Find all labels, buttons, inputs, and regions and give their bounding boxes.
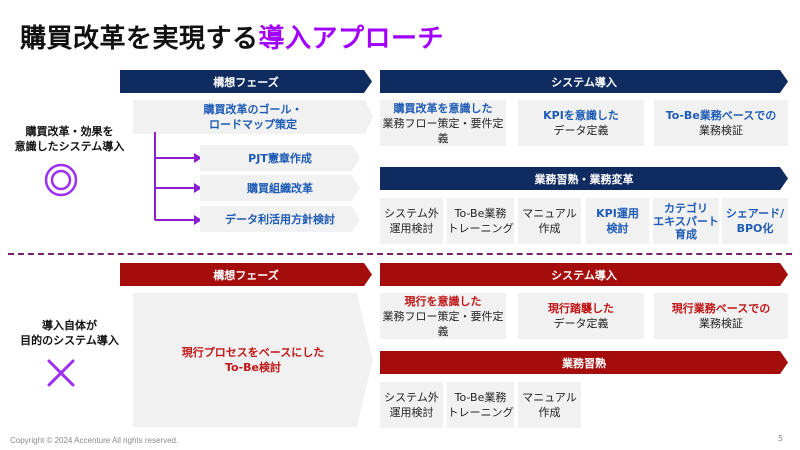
top-system-box-1: 購買改革を意識した 業務フロー策定・要件定義 (380, 100, 506, 146)
top-small-box-1: システム外 運用検討 (380, 198, 443, 244)
top-small-box-3: マニュアル 作成 (518, 198, 581, 244)
top-system-box-3: To-Be業務ベースでの 業務検証 (654, 100, 788, 146)
title-accent: 導入アプローチ (258, 24, 445, 54)
roadmap-box: 購買改革のゴール・ ロードマップ策定 (133, 100, 373, 134)
top-approach-label: 購買改革・効果を 意識したシステム導入 (14, 125, 125, 153)
bottom-system-box-3: 現行業務ベースでの 業務検証 (654, 293, 788, 339)
slide-title: 購買改革を実現する導入アプローチ (20, 18, 444, 55)
bottom-concept-phase-banner: 構想フェーズ (120, 263, 372, 286)
sub-item-procurement-org: 購買組織改革 (200, 175, 360, 201)
bottom-system-banner: システム導入 (380, 263, 788, 286)
top-small-box-6: シェアード/ BPO化 (722, 198, 788, 244)
sub-item-pjt-charter: PJT憲章作成 (200, 145, 360, 171)
page-number: 5 (778, 434, 784, 443)
double-circle-icon (44, 163, 78, 197)
bottom-small-box-3: マニュアル 作成 (518, 382, 581, 428)
cross-icon (47, 359, 75, 387)
top-concept-phase-banner: 構想フェーズ (120, 70, 372, 93)
bottom-system-box-2: 現行踏襲した データ定義 (518, 293, 644, 339)
connector-lines (154, 132, 202, 225)
as-is-concept-box: 現行プロセスをベースにした To-Be検討 (133, 293, 373, 427)
top-small-box-2: To-Be業務 トレーニング (447, 198, 514, 244)
title-main: 購買改革を実現する (20, 24, 259, 54)
bottom-small-box-2: To-Be業務 トレーニング (447, 382, 514, 428)
top-system-banner: システム導入 (380, 70, 788, 93)
copyright-text: Copyright © 2024 Accenture All rights re… (10, 436, 179, 445)
top-small-box-4: KPI運用 検討 (586, 198, 649, 244)
bottom-approach-label: 導入自体が 目的のシステム導入 (20, 319, 119, 347)
bottom-small-box-1: システム外 運用検討 (380, 382, 443, 428)
bottom-system-box-1: 現行を意識した 業務フロー策定・要件定義 (380, 293, 506, 339)
top-adoption-banner: 業務習熟・業務変革 (380, 167, 788, 190)
sub-item-data-policy: データ利活用方針検討 (200, 206, 360, 232)
section-divider (8, 253, 792, 255)
top-small-box-5: カテゴリ エキスパート 育成 (653, 198, 719, 244)
top-system-box-2: KPIを意識した データ定義 (518, 100, 644, 146)
bottom-adoption-banner: 業務習熟 (380, 351, 788, 374)
